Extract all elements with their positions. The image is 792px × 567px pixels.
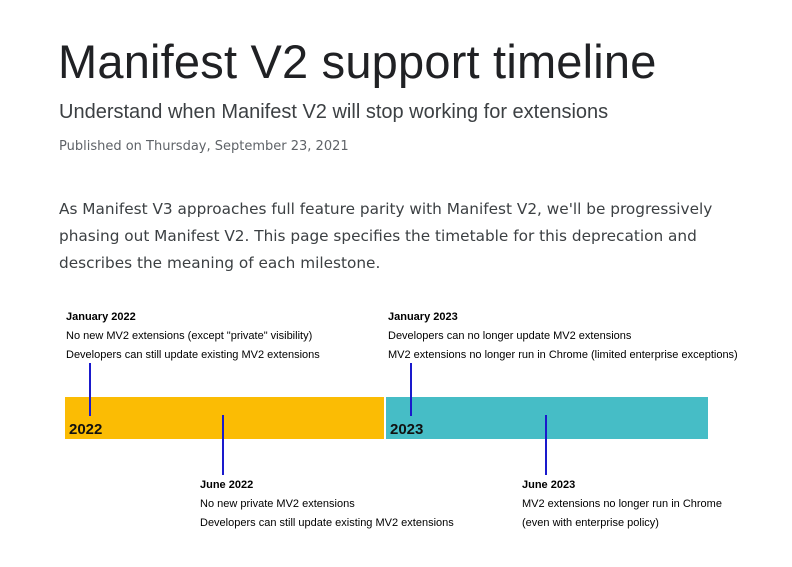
milestone-line: MV2 extensions no longer run in Chrome (… (388, 349, 738, 361)
milestone-marker-jun-2023 (545, 415, 547, 475)
page-subtitle: Understand when Manifest V2 will stop wo… (59, 101, 609, 123)
milestone-marker-jan-2023 (410, 363, 412, 416)
milestone-jun-2023: June 2023 MV2 extensions no longer run i… (522, 476, 722, 533)
milestone-line: Developers can still update existing MV2… (200, 517, 454, 529)
published-date: Published on Thursday, September 23, 202… (59, 139, 349, 154)
milestone-line: No new MV2 extensions (except "private" … (66, 330, 313, 342)
milestone-date: June 2023 (522, 479, 576, 491)
timeline-bar-2022: 2022 (65, 397, 384, 439)
timeline-bar-2023: 2023 (386, 397, 708, 439)
milestone-jan-2023: January 2023 Developers can no longer up… (388, 308, 738, 365)
intro-paragraph: As Manifest V3 approaches full feature p… (59, 200, 713, 272)
milestone-marker-jan-2022 (89, 363, 91, 416)
milestone-line: Developers can still update existing MV2… (66, 349, 320, 361)
milestone-date: June 2022 (200, 479, 254, 491)
milestone-date: January 2022 (66, 311, 136, 323)
milestone-jun-2022: June 2022 No new private MV2 extensions … (200, 476, 454, 533)
milestone-marker-jun-2022 (222, 415, 224, 475)
milestone-line: No new private MV2 extensions (200, 498, 355, 510)
year-label-2022: 2022 (69, 421, 103, 438)
milestone-line: (even with enterprise policy) (522, 517, 659, 529)
milestone-line: Developers can no longer update MV2 exte… (388, 330, 632, 342)
page-title: Manifest V2 support timeline (58, 35, 657, 88)
milestone-date: January 2023 (388, 311, 458, 323)
milestone-jan-2022: January 2022 No new MV2 extensions (exce… (66, 308, 320, 365)
milestone-line: MV2 extensions no longer run in Chrome (522, 498, 722, 510)
year-label-2023: 2023 (390, 421, 424, 438)
